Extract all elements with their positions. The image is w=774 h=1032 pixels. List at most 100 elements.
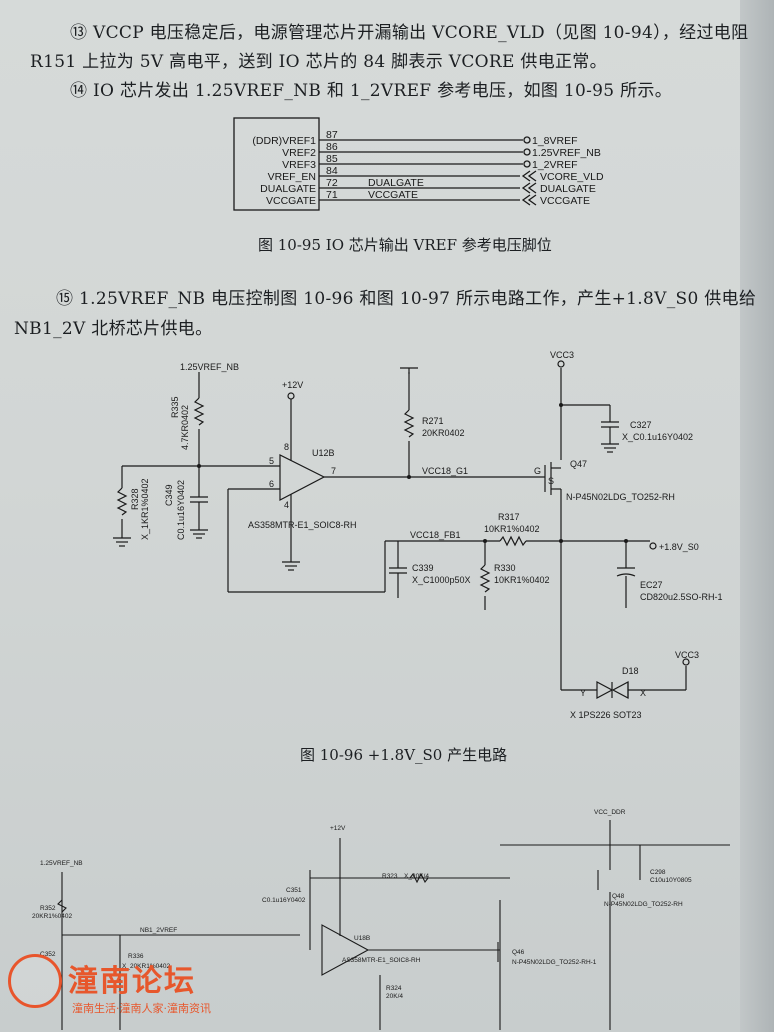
label-x: X — [640, 688, 646, 698]
label97-r352v: 20KR1%0402 — [32, 913, 72, 920]
page-edge-shadow — [740, 0, 774, 1032]
d18-diode-b — [611, 681, 629, 699]
label97-net: NB1_2VREF — [140, 927, 177, 934]
label97-q48: Q48 — [612, 893, 625, 900]
label-r335-value: 4.7KR0402 — [180, 405, 190, 450]
r317-resistor — [499, 535, 527, 547]
pin-num-71: 71 — [326, 189, 338, 201]
pin-name-vref2: VREF2 — [282, 147, 316, 159]
label-r271-value: 20KR0402 — [422, 428, 465, 438]
label97-r323v: X_20K/4 — [404, 873, 429, 880]
port-vcore-vld — [521, 170, 537, 182]
label-c349: C349 — [164, 484, 174, 506]
net-1-2vref: 1_2VREF — [532, 159, 578, 171]
label97-vccddr: VCC_DDR — [594, 809, 626, 816]
pin-num-84: 84 — [326, 165, 338, 177]
pin-name-vref3: VREF3 — [282, 159, 316, 171]
label-r335: R335 — [170, 396, 180, 418]
label-vcc3-top: VCC3 — [550, 350, 574, 360]
label97-c298v: C10u10Y0805 — [650, 877, 692, 884]
label-source-s: S — [548, 476, 554, 486]
figure-10-96: 1.25VREF_NB +12V R335 4.7KR0402 R328 X_1… — [113, 350, 723, 720]
label-r317-value: 10KR1%0402 — [484, 524, 540, 534]
label-q47-part: N-P45N02LDG_TO252-RH — [566, 492, 675, 502]
watermark-subtitle: 潼南生活·潼南人家·潼南资讯 — [72, 1002, 211, 1015]
pin-name-vccgate: VCCGATE — [266, 195, 316, 207]
net-vcore-vld: VCORE_VLD — [540, 171, 604, 183]
u18b-opamp — [321, 924, 370, 976]
net-1-25vref-nb: 1.25VREF_NB — [532, 147, 601, 159]
para-14-line1: ⑭ IO 芯片发出 1.25VREF_NB 和 1_2VREF 参考电压，如图 … — [70, 81, 673, 101]
label-c327-value: X_C0.1u16Y0402 — [622, 432, 693, 442]
r323-resistor — [409, 872, 429, 884]
para-15-line2: NB1_2V 北桥芯片供电。 — [14, 319, 213, 339]
port-1-2vref — [523, 160, 531, 168]
label-pin4: 4 — [284, 500, 289, 510]
label-r328-value: X_1KR1%0402 — [140, 478, 150, 540]
label97-u18b-part: AS358MTR-E1_SOIC8-RH — [342, 957, 421, 964]
label97-c351v: C0.1u16Y0402 — [262, 897, 306, 904]
label97-u18b: U18B — [354, 935, 370, 942]
label97-vref: 1.25VREF_NB — [40, 860, 83, 867]
r352-resistor — [57, 899, 67, 913]
figure-10-95: (DDR)VREF1 VREF2 VREF3 VREF_EN DUALGATE … — [233, 117, 604, 211]
label97-q46-part: N-P45N02LDG_TO252-RH-1 — [512, 959, 597, 966]
figure-10-97-partial: 1.25VREF_NB +12V VCC_DDR R352 20KR1%0402… — [32, 809, 730, 1030]
label-y: Y — [580, 688, 586, 698]
r330-resistor — [479, 564, 491, 593]
label97-q48-part: N-P45N02LDG_TO252-RH — [604, 901, 683, 908]
pin-name-dualgate: DUALGATE — [260, 183, 316, 195]
label97-r323: R323 — [382, 873, 398, 880]
label-r271: R271 — [422, 416, 444, 426]
label-u12b-part: AS358MTR-E1_SOIC8-RH — [248, 520, 357, 530]
port-1-8vref — [523, 136, 531, 144]
label-r317: R317 — [498, 512, 520, 522]
label97-c351: C351 — [286, 887, 302, 894]
r335-resistor — [193, 397, 205, 426]
label97-r324v: 20K/4 — [386, 993, 403, 1000]
net-vccgate: VCCGATE — [540, 195, 590, 207]
net-1-8vref: 1_8VREF — [532, 135, 578, 147]
pin-name-vref-en: VREF_EN — [268, 171, 316, 183]
label-c339: C339 — [412, 563, 434, 573]
label-pin6: 6 — [269, 479, 274, 489]
pin-num-86: 86 — [326, 141, 338, 153]
label-ec27: EC27 — [640, 580, 663, 590]
u12b-opamp — [279, 454, 326, 501]
d18-diode-a — [596, 681, 614, 699]
label97-plus12: +12V — [330, 825, 346, 832]
label-pin5: 5 — [269, 456, 274, 466]
label97-q46: Q46 — [512, 949, 525, 956]
label-c339-value: X_C1000p50X — [412, 575, 471, 585]
figure-10-96-caption: 图 10-96 +1.8V_S0 产生电路 — [300, 746, 508, 764]
pin-name-vref1: (DDR)VREF1 — [252, 135, 316, 147]
r271-resistor — [403, 409, 415, 438]
label97-c298: C298 — [650, 869, 666, 876]
label-q47: Q47 — [570, 459, 587, 469]
label-1-25vref-nb: 1.25VREF_NB — [180, 362, 239, 372]
label-gate-g: G — [534, 466, 541, 476]
label-vcc3-bottom: VCC3 — [675, 650, 699, 660]
para-13-line1: ⑬ VCCP 电压稳定后，电源管理芯片开漏输出 VCORE_VLD（见图 10-… — [70, 23, 749, 43]
label97-c352: C352 — [40, 951, 56, 958]
watermark-title: 潼南论坛 — [68, 964, 196, 999]
label-plus12v: +12V — [282, 380, 303, 390]
label97-r324: R324 — [386, 985, 402, 992]
para-13-line2: R151 上拉为 5V 高电平，送到 IO 芯片的 84 脚表示 VCORE 供… — [30, 52, 607, 72]
wire-label-dualgate: DUALGATE — [368, 177, 424, 189]
label-pin7: 7 — [331, 466, 336, 476]
label-d18-part: X 1PS226 SOT23 — [570, 710, 642, 720]
pin-num-85: 85 — [326, 153, 338, 165]
pin-num-72: 72 — [326, 177, 338, 189]
forum-logo-icon — [8, 954, 62, 1008]
label-r328: R328 — [130, 488, 140, 510]
output-port — [649, 542, 657, 550]
label-d18: D18 — [622, 666, 639, 676]
label-output-1-8v-s0: +1.8V_S0 — [659, 542, 699, 552]
port-vccgate — [521, 194, 537, 206]
port-1-25vref-nb — [523, 148, 531, 156]
label-pin8: 8 — [284, 442, 289, 452]
label-vcc18-fb1: VCC18_FB1 — [410, 530, 461, 540]
label97-r352: R352 — [40, 905, 56, 912]
